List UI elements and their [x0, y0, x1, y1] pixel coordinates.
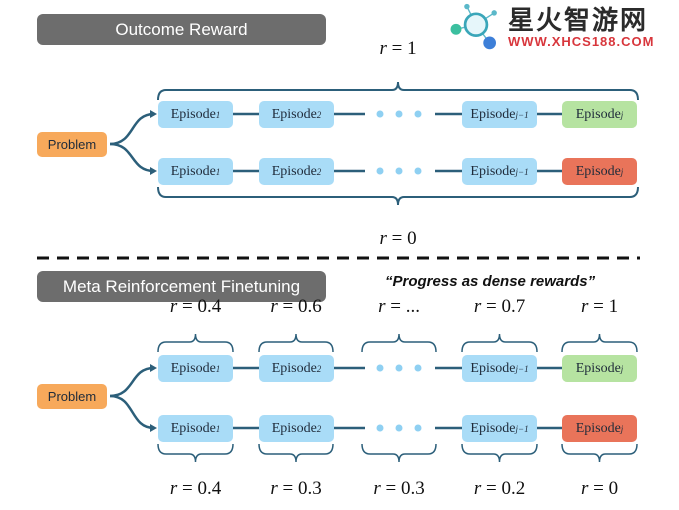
ellipsis-dot — [395, 167, 403, 175]
ellipsis-dot — [414, 424, 422, 432]
ellipsis-dot — [376, 424, 384, 432]
reward-label-top: r = 1 — [379, 38, 417, 59]
watermark-url: WWW.XHCS188.COM — [508, 34, 655, 49]
ellipsis-dot — [395, 110, 403, 118]
ellipsis-dot — [376, 364, 384, 372]
watermark-logo-icon — [448, 2, 504, 57]
ellipsis-dot — [376, 167, 384, 175]
arrow-head — [150, 110, 157, 118]
ellipsis-dot — [376, 110, 384, 118]
top-reward-1: r = 0.6 — [270, 296, 322, 317]
top-reward-2: r = ... — [378, 296, 420, 317]
ellipsis-dot — [414, 167, 422, 175]
problem-box: Problem — [37, 132, 107, 157]
bottom-reward-0: r = 0.4 — [169, 478, 222, 499]
bottom-reward-2: r = 0.3 — [373, 478, 425, 499]
ellipsis-dot — [395, 364, 403, 372]
ellipsis-dot — [395, 424, 403, 432]
top-reward-4: r = 1 — [580, 296, 619, 317]
watermark-name: 星火智游网 — [508, 5, 649, 35]
arrow-head — [150, 424, 157, 432]
reward-label-bottom: r = 0 — [379, 228, 417, 249]
outcome-reward-title: Outcome Reward — [37, 14, 326, 45]
ellipsis-dot — [414, 110, 422, 118]
ellipsis-dot — [414, 364, 422, 372]
problem-box: Problem — [37, 384, 107, 409]
meta-rl-title: Meta Reinforcement Finetuning — [37, 271, 326, 302]
top-reward-3: r = 0.7 — [473, 296, 526, 317]
top-reward-0: r = 0.4 — [169, 296, 222, 317]
quote-text: “Progress as dense rewards” — [385, 273, 596, 290]
bottom-reward-3: r = 0.2 — [473, 478, 526, 499]
arrow-head — [150, 167, 157, 175]
bottom-reward-1: r = 0.3 — [270, 478, 322, 499]
arrow-head — [150, 364, 157, 372]
bottom-reward-4: r = 0 — [580, 478, 619, 499]
